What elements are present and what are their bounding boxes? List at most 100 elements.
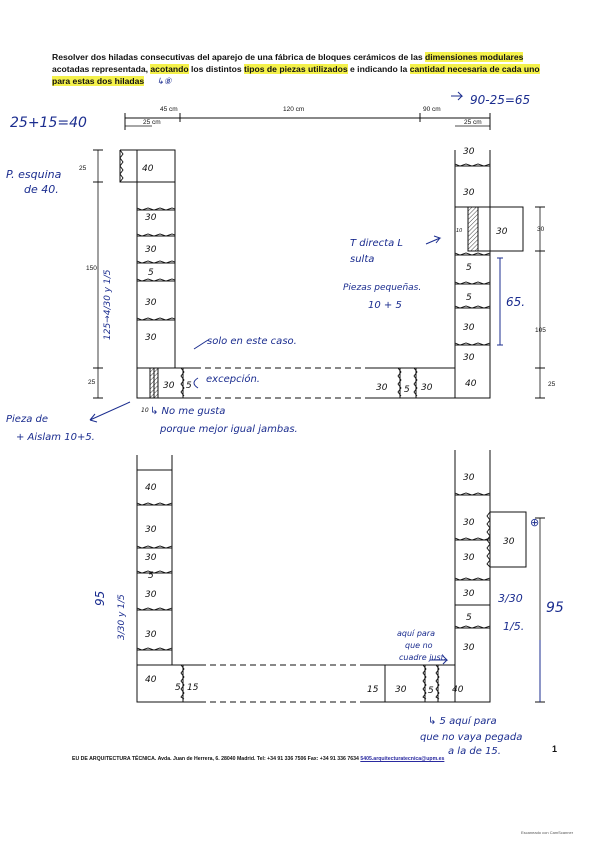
hw-bottom-note-3: a la de 15. <box>448 746 501 757</box>
dim-90: 90 cm <box>423 106 441 113</box>
piece-label: 5 <box>466 613 472 623</box>
piece-label: 30 <box>395 685 407 695</box>
footer-email-link[interactable]: 5405.arquitecturatecnica@upm.es <box>360 756 445 762</box>
hw-here-for-2: que no <box>405 641 433 650</box>
hw-dislike-2: porque mejor igual jambas. <box>159 424 298 435</box>
hw-dislike: ↳ No me gusta <box>150 406 225 417</box>
piece-label-small: 10 <box>141 407 149 414</box>
instr-text-2: acotadas representada, <box>52 64 151 75</box>
instr-text-3: los distintos <box>188 64 244 75</box>
piece-label: 30 <box>463 518 475 528</box>
piece-label: 30 <box>463 323 475 333</box>
hw-corner-label-2: de 40. <box>24 183 59 196</box>
dim-v25-bottom: 25 <box>88 379 96 386</box>
hw-small-pieces: Piezas pequeñas. <box>343 283 421 293</box>
piece-label: 5 <box>428 686 434 696</box>
piece-label: 5 <box>186 381 192 391</box>
instr-highlight-tipos: tipos de piezas utilizados <box>244 64 348 75</box>
instr-annotation-mark: ↳⑧ <box>156 76 172 87</box>
handwritten-arrows <box>89 91 541 702</box>
piece-label: 15 <box>187 683 199 693</box>
hw-bottom-note: ↳ 5 aquí para <box>428 715 497 727</box>
piece-label: 30 <box>496 227 508 237</box>
piece-label: 5 <box>404 385 410 395</box>
piece-label: 5 <box>175 683 181 693</box>
hw-tdirect: T directa L <box>350 238 403 249</box>
piece-label: 30 <box>463 188 475 198</box>
top-drawing <box>93 113 545 399</box>
piece-label: 40 <box>465 379 477 389</box>
bottom-joints <box>136 492 491 700</box>
hw-piece-small: Pieza de <box>6 414 48 425</box>
hw-sixtyfive: 65. <box>506 295 525 309</box>
piece-label: 40 <box>145 483 157 493</box>
hw-exception: excepción. <box>206 373 260 385</box>
dim-25-right: 25 cm <box>464 119 482 126</box>
page-number: 1 <box>552 744 558 754</box>
hw-here-for: aquí para <box>397 629 435 638</box>
instr-highlight-cantidad: cantidad necesaria de cada uno <box>409 64 540 75</box>
instr-text-4: e indicando la <box>347 64 410 75</box>
piece-label: 30 <box>463 147 475 157</box>
hw-formula-right: 90-25=65 <box>470 93 530 107</box>
hw-left-count-bottom: 3/30 y 1/5 <box>117 594 127 640</box>
piece-label: 30 <box>145 553 157 563</box>
instr-highlight-modular: dimensiones modulares <box>425 52 524 62</box>
piece-label: 30 <box>163 381 175 391</box>
piece-label: 30 <box>463 643 475 653</box>
piece-label: 30 <box>145 213 157 223</box>
piece-label: 30 <box>145 298 157 308</box>
piece-label: 30 <box>376 383 388 393</box>
piece-label: 30 <box>463 589 475 599</box>
hw-ninetyfive-left: 95 <box>93 591 107 606</box>
piece-label-small: 10 <box>456 228 462 234</box>
hw-bottom-note-2: que no vaya pegada <box>420 732 522 743</box>
piece-label: 30 <box>145 245 157 255</box>
piece-label: 15 <box>367 685 379 695</box>
instr-highlight-hiladas: para estas dos hiladas <box>52 76 145 87</box>
dim-v25-top: 25 <box>79 165 87 172</box>
hw-small-pieces-2: 10 + 5 <box>368 300 402 311</box>
hw-corner-label: P. esquina <box>6 168 62 181</box>
piece-label: 40 <box>142 164 154 174</box>
piece-label: 30 <box>463 353 475 363</box>
handwritten-notes: 25+15=40 90-25=65 P. esquina de 40. 125→… <box>6 93 564 757</box>
piece-label: 5 <box>466 263 472 273</box>
dim-v150: 150 <box>86 265 97 272</box>
dim-45: 45 cm <box>160 106 178 113</box>
dim-v105: 105 <box>535 327 546 334</box>
piece-label: 40 <box>452 685 464 695</box>
hw-piece-small-2: + Aislam 10+5. <box>16 432 95 443</box>
instr-highlight-acotando: acotando <box>150 64 189 75</box>
hw-left-count-top: 125→4/30 y 1/5 <box>103 269 113 340</box>
hw-ninetyfive-right: 95 <box>546 600 564 616</box>
bottom-drawing <box>136 450 545 703</box>
hw-formula-left: 25+15=40 <box>10 115 87 131</box>
hw-right-count-2: 1/5. <box>503 620 524 633</box>
dim-25-left: 25 cm <box>143 119 161 126</box>
dim-v25-right: 25 <box>548 381 556 388</box>
hw-mark: ⊕ <box>530 516 539 529</box>
hw-right-count: 3/30 <box>498 592 523 605</box>
hw-tdirect-2: sulta <box>350 254 374 265</box>
piece-label: 5 <box>148 571 154 581</box>
hw-only-case: solo en este caso. <box>207 336 297 347</box>
instr-text-1: Resolver dos hiladas consecutivas del ap… <box>52 52 426 62</box>
exercise-instructions: Resolver dos hiladas consecutivas del ap… <box>52 51 572 88</box>
dim-120: 120 cm <box>283 106 304 113</box>
piece-label: 40 <box>145 675 157 685</box>
piece-label: 30 <box>463 553 475 563</box>
piece-label: 5 <box>466 293 472 303</box>
piece-label: 30 <box>145 590 157 600</box>
piece-label: 30 <box>145 525 157 535</box>
piece-label: 5 <box>148 268 154 278</box>
piece-label: 30 <box>145 630 157 640</box>
page-footer: EU DE ARQUITECTURA TÉCNICA. Avda. Juan d… <box>72 756 444 762</box>
top-joints <box>119 149 491 397</box>
piece-label: 30 <box>503 537 515 547</box>
piece-label: 30 <box>145 333 157 343</box>
scanner-watermark: Escaneado con CamScanner <box>521 830 574 835</box>
hw-here-for-3: cuadre just. <box>399 653 446 662</box>
